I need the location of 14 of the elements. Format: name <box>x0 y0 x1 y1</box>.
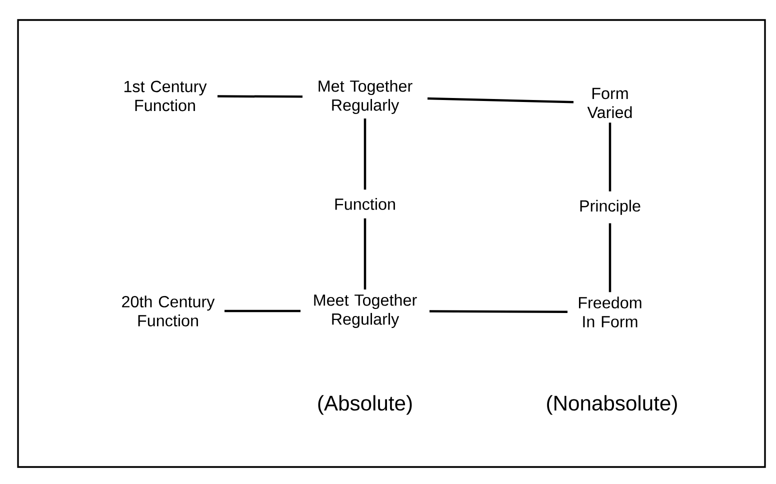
connector-line <box>224 310 300 312</box>
edge-label: Principle <box>570 191 650 224</box>
node-text: Form Varied <box>587 88 632 118</box>
node-text: 1st Century Function <box>124 80 207 112</box>
column-label: (Nonabsolute) <box>547 395 677 415</box>
node-text: Met Together Regularly <box>318 80 412 114</box>
connector-line <box>218 95 303 98</box>
column-label: (Absolute) <box>318 395 412 415</box>
edge-label: Function <box>326 190 404 218</box>
node-text: Meet Together Regularly <box>314 294 417 328</box>
node-text: Freedom In Form <box>578 296 642 328</box>
node-text: 20th Century Function <box>122 296 215 326</box>
connector-line <box>430 310 568 313</box>
connector-line <box>427 97 574 104</box>
